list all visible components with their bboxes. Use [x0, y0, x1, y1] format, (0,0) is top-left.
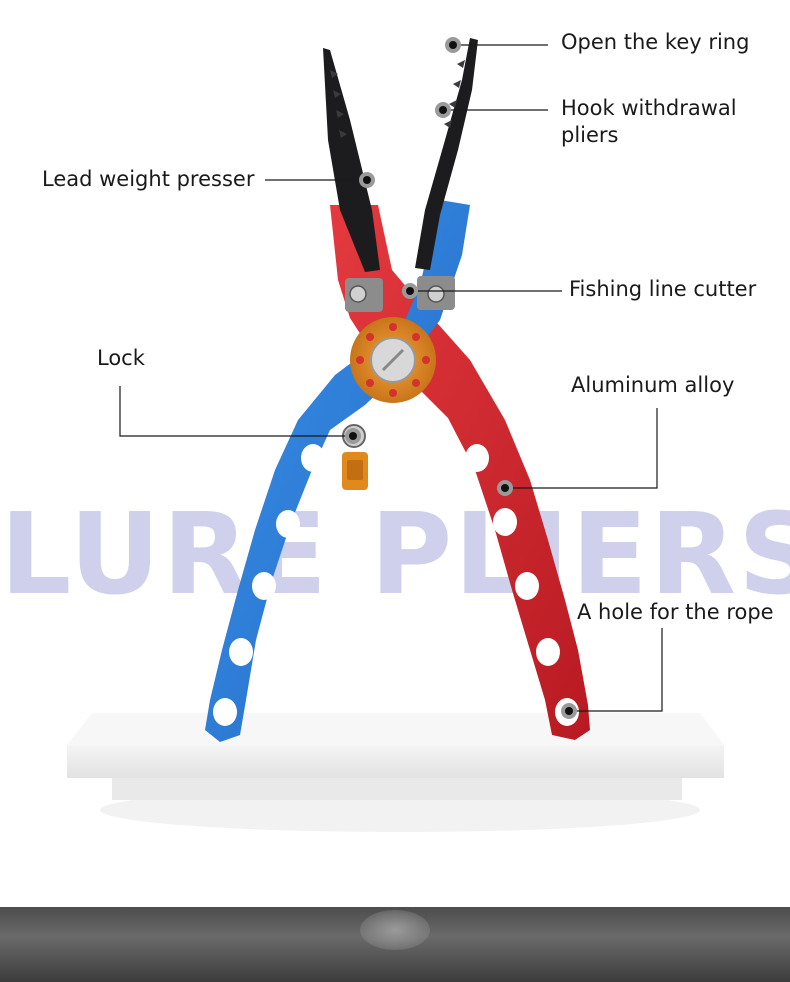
watermark-text: LURE PLIERS: [0, 490, 790, 620]
cutter-blades: [345, 276, 455, 312]
marker-dots: [345, 37, 577, 719]
callout-rope-hole: A hole for the rope: [577, 600, 774, 624]
blue-handle-holes: [213, 444, 325, 726]
callout-lines: [119, 44, 663, 712]
callout-hook-withdrawal: Hook withdrawal: [561, 96, 737, 120]
callout-aluminum: Aluminum alloy: [571, 373, 735, 397]
callout-hook-withdrawal-line2: pliers: [561, 123, 619, 147]
callout-key-ring: Open the key ring: [561, 30, 750, 54]
callout-lock: Lock: [97, 346, 145, 370]
callout-line-cutter: Fishing line cutter: [569, 277, 757, 301]
bottom-glow: [360, 910, 430, 950]
white-shelf: [67, 713, 724, 832]
black-jaws: [323, 38, 478, 272]
callout-lead-weight: Lead weight presser: [42, 167, 255, 191]
pivot-hub: [350, 317, 436, 403]
